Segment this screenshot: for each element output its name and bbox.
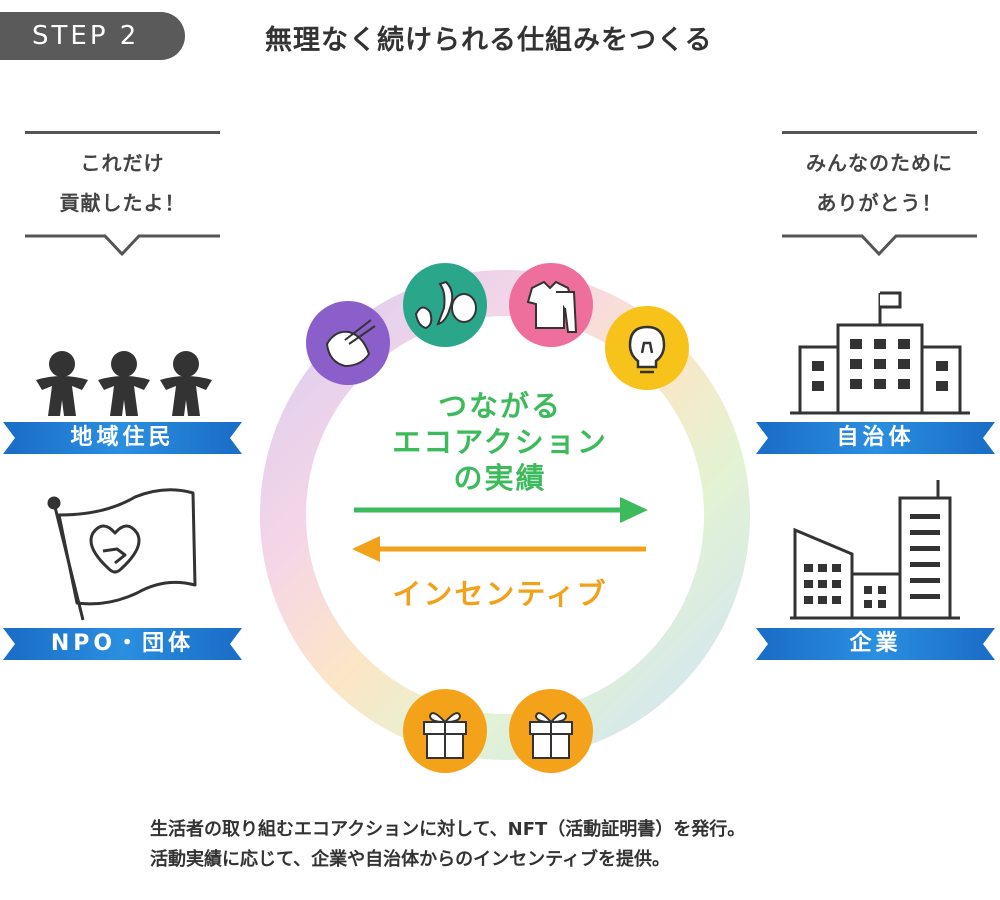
residents-ribbon: 地域住民	[3, 422, 242, 454]
speech-text-left: これだけ 貢献したよ！	[25, 143, 220, 223]
gift-box-icon	[403, 689, 487, 773]
step-label: STEP 2	[32, 21, 140, 51]
food-waste-icon	[403, 263, 487, 347]
speech-top-line-right	[782, 131, 977, 134]
incentive-text: インセンティブ	[392, 577, 608, 611]
eco-line-3: の実績	[453, 461, 547, 495]
bag-chopsticks-icon	[306, 301, 390, 385]
arrow-left-icon	[352, 536, 646, 562]
eco-line-2: エコアクション	[392, 425, 608, 459]
light-bulb-icon	[605, 306, 689, 390]
caption: 生活者の取り組むエコアクションに対して、NFT（活動証明書）を発行。 活動実績に…	[150, 815, 910, 875]
step-badge: STEP 2	[0, 12, 185, 60]
gift-box-icon	[509, 689, 593, 773]
heart-hands-flag-icon	[47, 488, 197, 621]
speech-line-2: 貢献したよ！	[59, 191, 186, 215]
speech-text-right: みんなのために ありがとう！	[782, 143, 977, 223]
caption-line-1: 生活者の取り組むエコアクションに対して、NFT（活動証明書）を発行。	[150, 819, 746, 840]
arrow-right-icon	[354, 497, 648, 523]
page-title: 無理なく続けられる仕組みをつくる	[265, 25, 713, 56]
speech-line-1: これだけ	[80, 151, 165, 175]
company-ribbon: 企業	[756, 628, 995, 660]
npo-ribbon: NPO・団体	[3, 628, 242, 660]
office-buildings-icon	[790, 480, 960, 620]
eco-action-text: つながる エコアクション の実績	[355, 388, 645, 496]
speech-line-2: ありがとう！	[816, 191, 943, 215]
speech-bottom-right	[782, 234, 977, 257]
speech-top-line-left	[25, 131, 220, 134]
rainbow-ring	[260, 270, 750, 760]
clothes-icon	[509, 263, 593, 347]
speech-line-1: みんなのために	[806, 151, 953, 175]
building-icon	[790, 291, 970, 415]
municipality-ribbon: 自治体	[756, 422, 995, 454]
caption-line-2: 活動実績に応じて、企業や自治体からのインセンティブを提供。	[150, 849, 671, 870]
eco-line-1: つながる	[437, 389, 562, 423]
speech-bottom-left	[25, 234, 220, 257]
three-people-icon	[36, 351, 212, 416]
